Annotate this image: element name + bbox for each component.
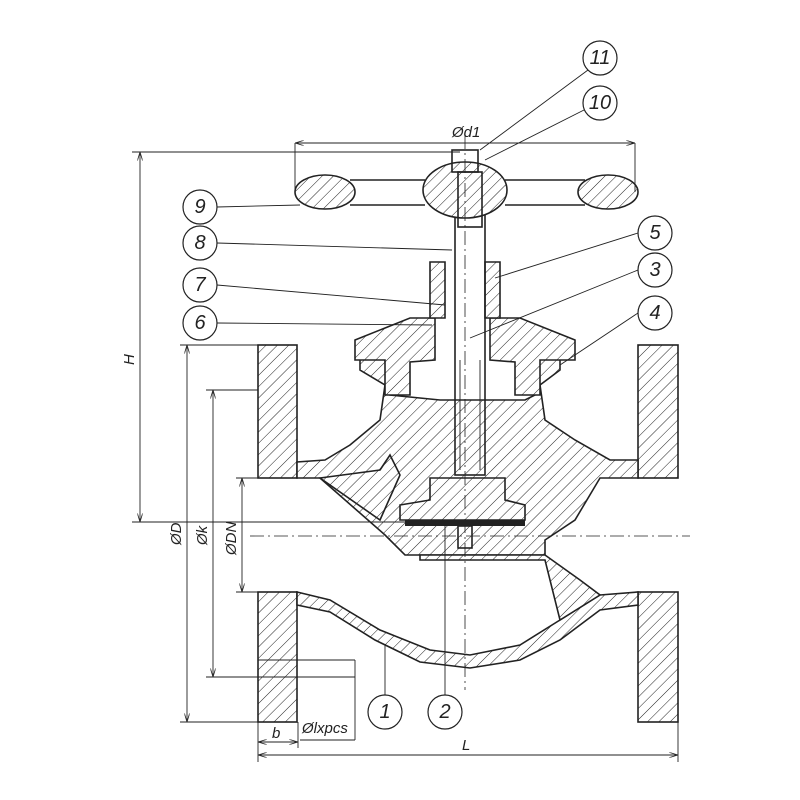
balloon-5: 5 — [637, 215, 673, 251]
balloon-10: 10 — [582, 85, 618, 121]
dim-handwheel-diameter: Ød1 — [451, 124, 480, 141]
right-flange — [637, 344, 679, 723]
svg-text:9: 9 — [194, 196, 205, 218]
leader-lines — [216, 69, 639, 695]
balloon-7: 7 — [182, 267, 218, 303]
dim-height: H — [121, 354, 138, 365]
svg-text:8: 8 — [194, 232, 205, 254]
svg-text:11: 11 — [590, 47, 611, 69]
dim-bolt-circle: Øk — [194, 524, 211, 546]
balloon-9: 9 — [182, 189, 218, 225]
svg-text:10: 10 — [589, 92, 611, 114]
dim-flange-thickness: b — [272, 725, 280, 742]
dimension-lines — [132, 143, 679, 762]
svg-text:4: 4 — [649, 302, 660, 324]
balloon-3: 3 — [637, 252, 673, 288]
svg-text:6: 6 — [194, 312, 206, 334]
balloon-4: 4 — [637, 295, 673, 331]
svg-text:3: 3 — [649, 259, 660, 281]
balloon-8: 8 — [182, 225, 218, 261]
balloon-1: 1 — [367, 694, 403, 730]
dim-nominal-diameter: ØDN — [223, 522, 240, 557]
svg-text:7: 7 — [194, 274, 206, 296]
svg-text:1: 1 — [379, 701, 390, 723]
dim-length: L — [462, 737, 470, 754]
svg-text:5: 5 — [649, 222, 661, 244]
balloon-6: 6 — [182, 305, 218, 341]
dim-bolt-holes: Ølxpcs — [301, 720, 348, 737]
dim-flange-diameter: ØD — [168, 522, 185, 546]
valve-body — [296, 354, 639, 669]
svg-text:2: 2 — [438, 701, 450, 723]
balloon-11: 11 — [582, 40, 618, 76]
left-flange — [257, 344, 298, 723]
handwheel — [294, 149, 639, 228]
balloon-2: 2 — [427, 694, 463, 730]
